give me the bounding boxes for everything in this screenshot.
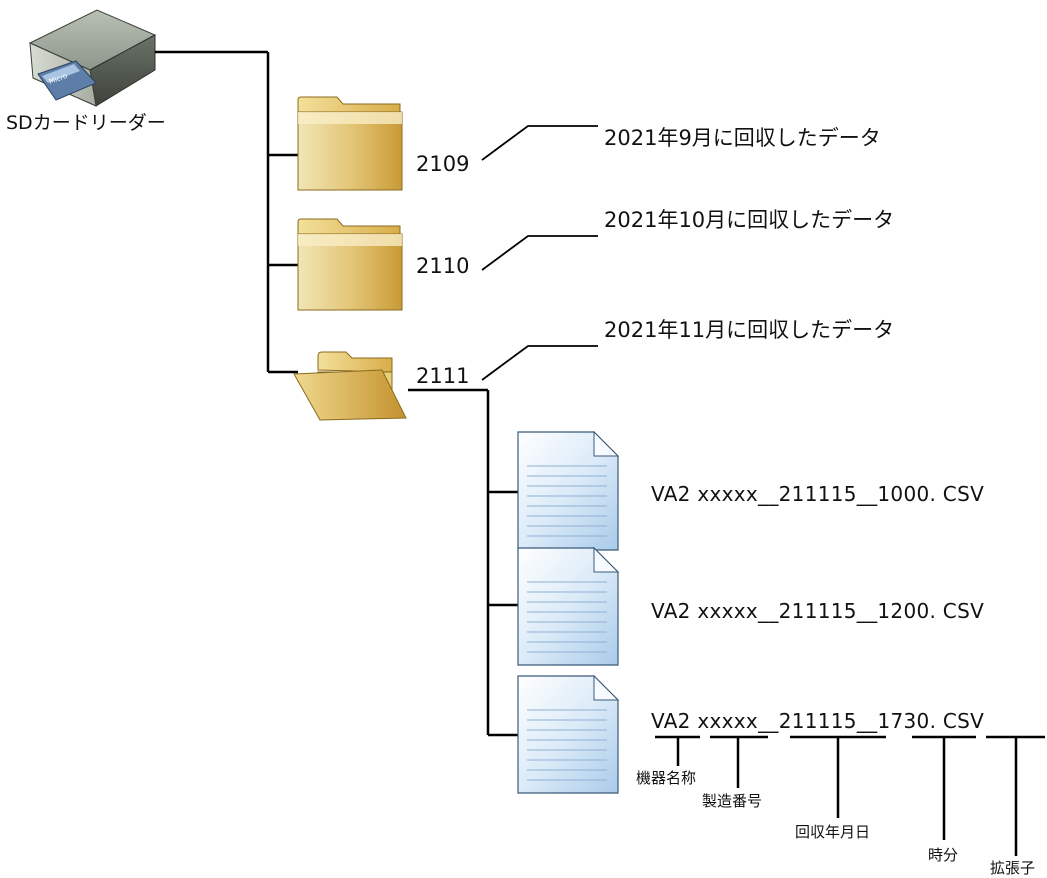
legend-time: 時分: [928, 846, 959, 864]
document-icon-3[interactable]: [517, 674, 620, 794]
document-icon-1[interactable]: [517, 430, 620, 551]
legend-device-name: 機器名称: [636, 769, 697, 787]
file-part-serial: xxxxx: [697, 709, 759, 733]
file-name-1000[interactable]: VA2 xxxxx__211115__1000. CSV: [651, 482, 985, 506]
file-part-sep1: __: [758, 709, 779, 733]
folder-icon-2110[interactable]: [297, 218, 403, 311]
sd-card-reader-icon: Micro: [28, 9, 157, 107]
file-part-sep2: __: [856, 709, 878, 733]
folder-name-2109[interactable]: 2109: [416, 152, 470, 176]
tree-connectors: [155, 50, 518, 737]
open-folder-icon-2111[interactable]: [293, 351, 407, 421]
file-name-1200[interactable]: VA2 xxxxx__211115__1200. CSV: [651, 599, 985, 623]
legend-collection-date: 回収年月日: [795, 823, 871, 841]
file-name-1730[interactable]: VA2 xxxxx__211115__1730. CSV: [651, 711, 984, 731]
folder-name-2111[interactable]: 2111: [416, 364, 470, 388]
folder-description-2111: 2021年11月に回収したデータ: [604, 318, 895, 342]
folder-description-2110: 2021年10月に回収したデータ: [604, 208, 895, 232]
callout-lines: [481, 125, 598, 381]
file-part-time: 1730: [877, 709, 930, 733]
file-part-date: 211115: [778, 709, 857, 733]
folder-name-2110[interactable]: 2110: [416, 254, 470, 278]
file-part-device: VA2: [651, 709, 691, 733]
sd-card-reader-label: SDカードリーダー: [6, 112, 166, 134]
file-part-dot: .: [929, 709, 943, 733]
filename-brackets: [655, 735, 1045, 856]
legend-serial-number: 製造番号: [702, 792, 763, 810]
legend-extension: 拡張子: [990, 859, 1036, 877]
file-part-ext: CSV: [942, 709, 985, 733]
folder-description-2109: 2021年9月に回収したデータ: [604, 126, 881, 150]
folder-icon-2109[interactable]: [297, 96, 403, 191]
document-icon-2[interactable]: [517, 546, 620, 666]
